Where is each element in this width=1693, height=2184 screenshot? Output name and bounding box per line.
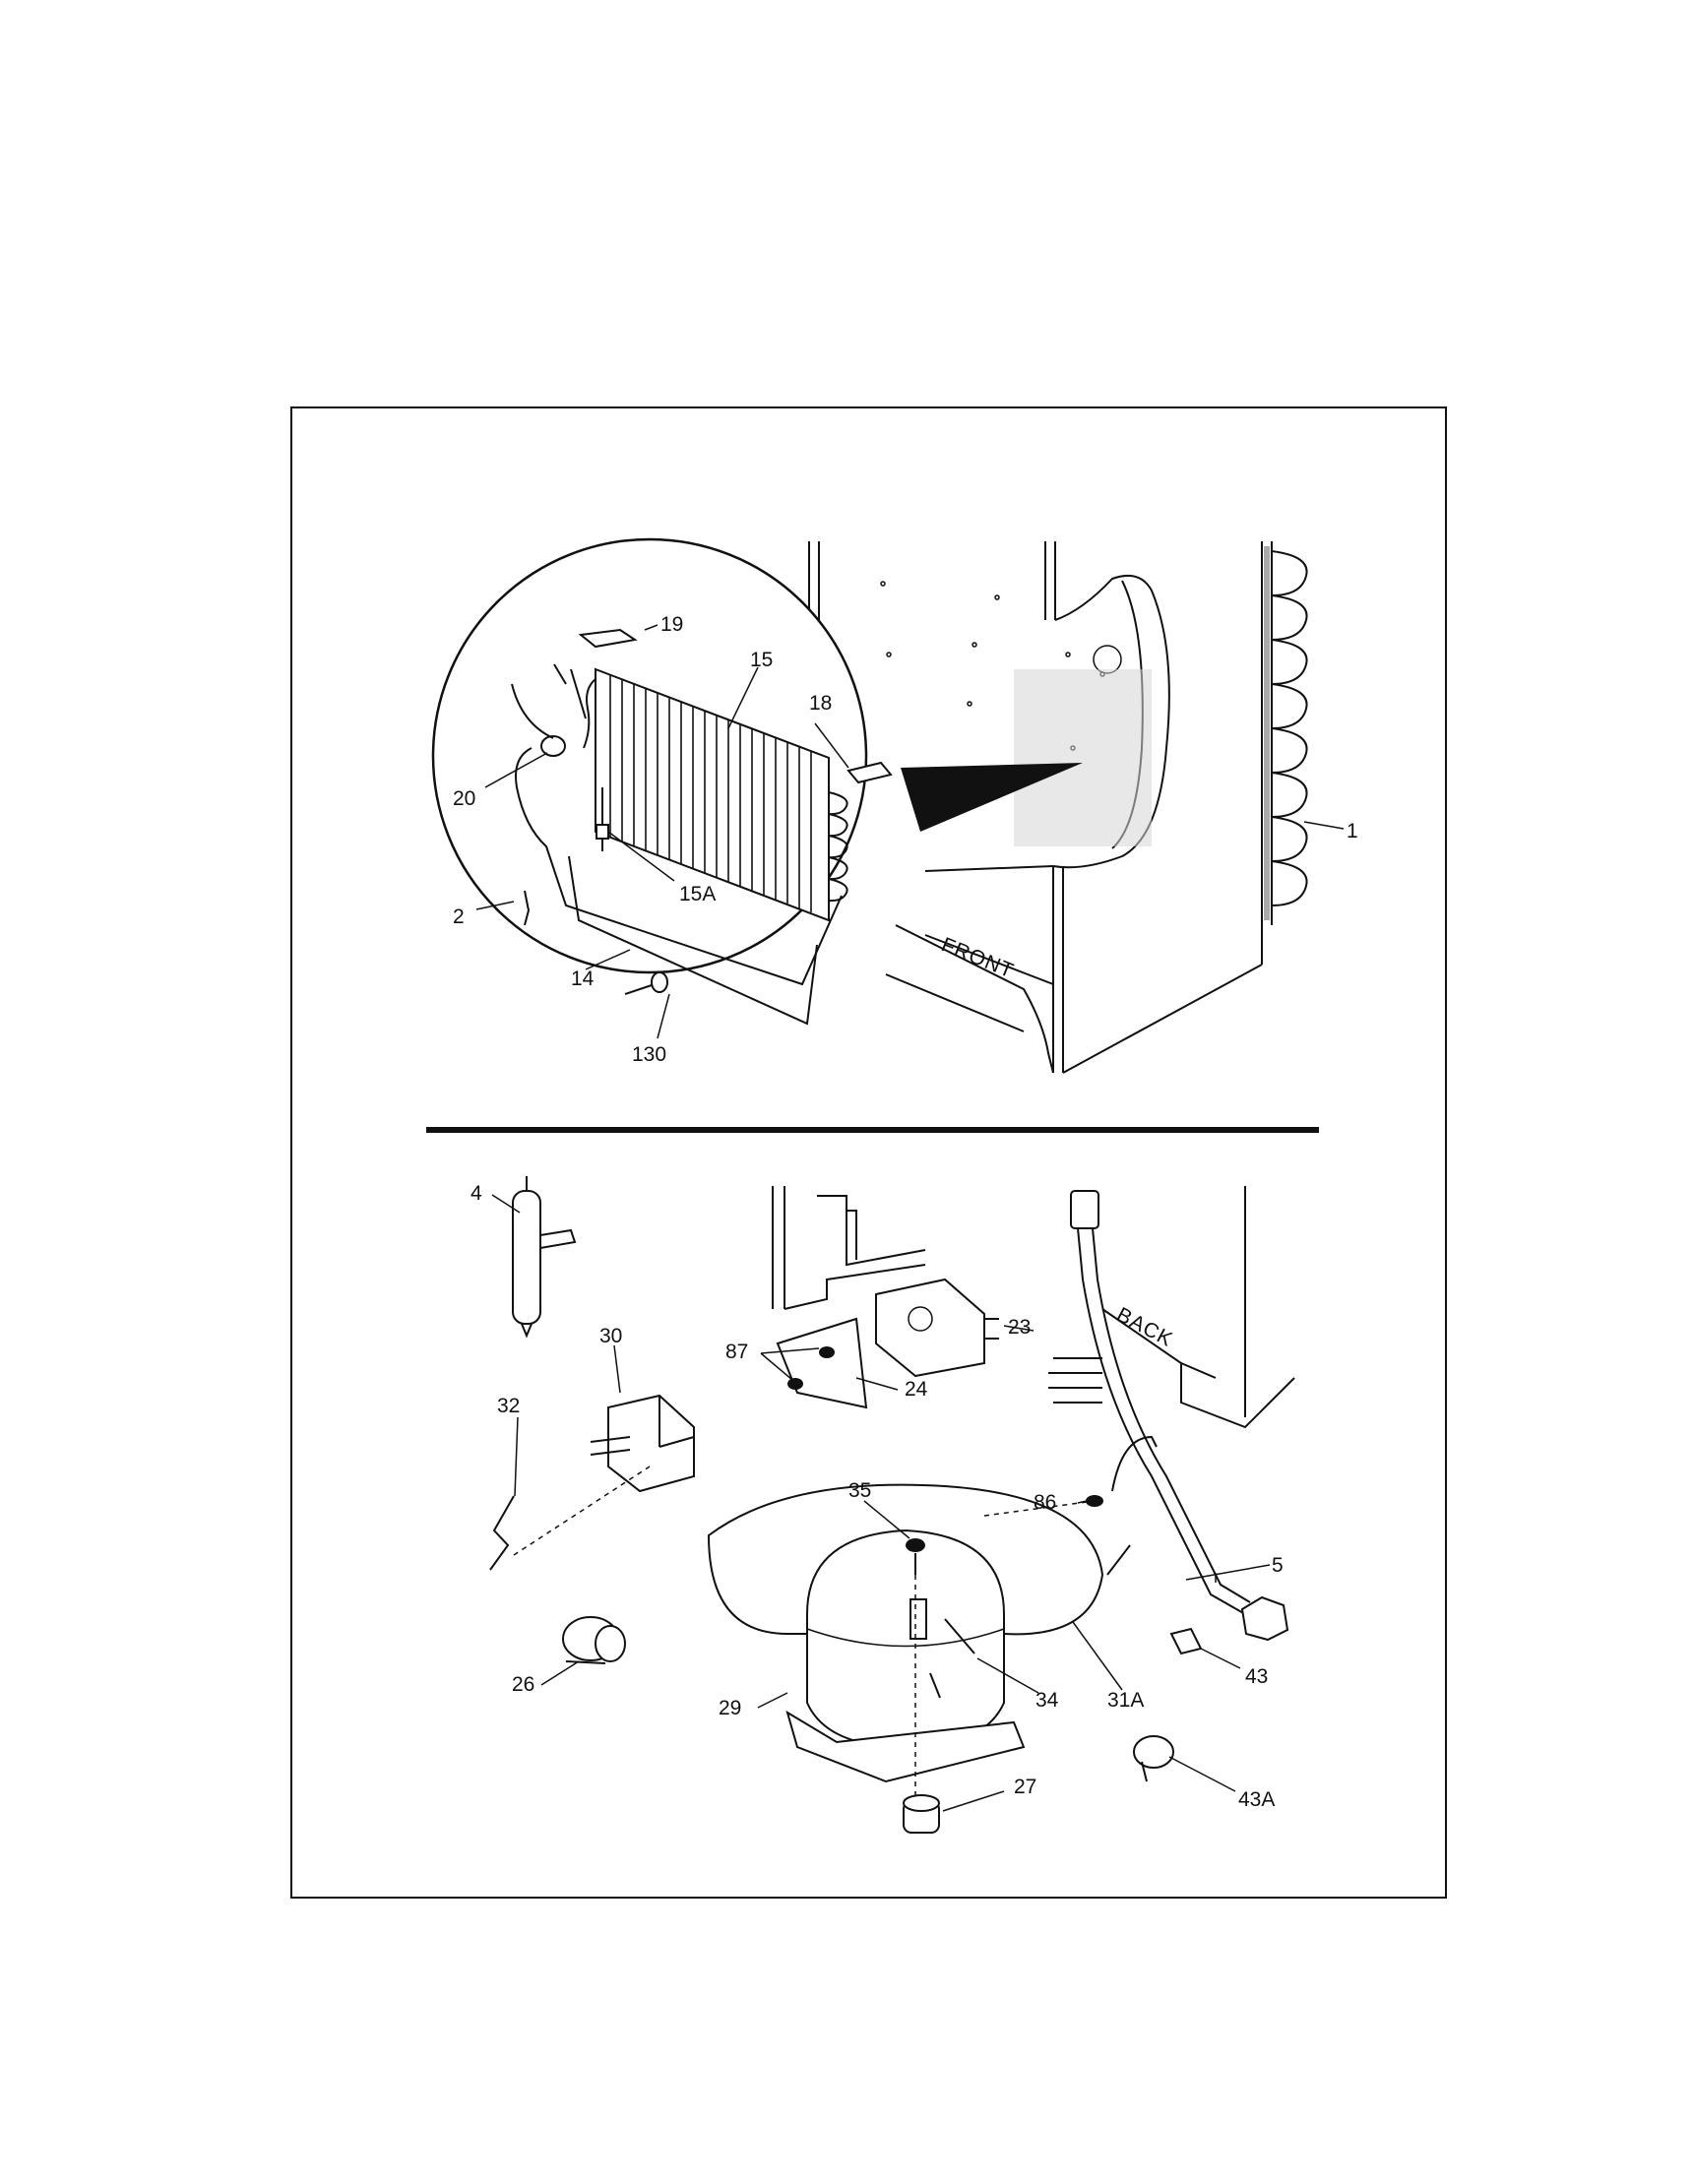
- callout-2: 2: [453, 905, 465, 928]
- screw-35: [906, 1538, 925, 1575]
- harness-clip: [524, 890, 531, 926]
- callout-31A: 31A: [1107, 1689, 1144, 1712]
- callout-20: 20: [453, 787, 475, 810]
- lower-view: BACK: [470, 1176, 1295, 1834]
- wire-harness: [1048, 1190, 1289, 1642]
- compressor: [785, 1529, 1026, 1783]
- callout-18: 18: [809, 692, 832, 715]
- callout-27: 27: [1014, 1776, 1036, 1798]
- timer-bracket: [776, 1317, 868, 1409]
- front-label: FRONT: [938, 933, 1017, 982]
- capacitor: [562, 1616, 626, 1664]
- callout-4: 4: [470, 1182, 482, 1205]
- upper-view: FRONT: [431, 537, 1358, 1074]
- relay: [590, 1394, 695, 1493]
- callout-1: 1: [1347, 820, 1358, 842]
- upper-leader-lines: [475, 624, 1345, 1039]
- lower-leader-lines: [491, 1194, 1271, 1812]
- drain-tube: [568, 855, 818, 1026]
- callout-15: 15: [750, 649, 773, 671]
- callout-5: 5: [1272, 1554, 1284, 1577]
- callout-34: 34: [1035, 1689, 1059, 1712]
- filter-drier: [512, 1176, 577, 1339]
- callout-130: 130: [632, 1043, 666, 1066]
- clip-43: [1169, 1627, 1203, 1655]
- callout-26: 26: [512, 1673, 534, 1696]
- back-label: BACK: [1113, 1303, 1177, 1351]
- callout-86: 86: [1034, 1491, 1056, 1514]
- grommet: [903, 1794, 940, 1834]
- defrost-terminator: [595, 709, 609, 851]
- heater-wiring: [511, 663, 843, 986]
- screw-130: [624, 971, 668, 995]
- zoom-pointer: [901, 763, 1083, 832]
- screws-87: [787, 1346, 835, 1390]
- callout-14: 14: [571, 967, 595, 990]
- callout-43: 43: [1245, 1665, 1268, 1688]
- assembly-lines: [513, 1466, 1096, 1801]
- callout-30: 30: [599, 1325, 622, 1347]
- clamp-43A: [1133, 1735, 1174, 1782]
- callout-15A: 15A: [679, 883, 716, 905]
- callout-23: 23: [1008, 1316, 1031, 1339]
- callout-32: 32: [497, 1395, 520, 1417]
- pad-18: [846, 761, 893, 784]
- callout-43A: 43A: [1238, 1788, 1275, 1811]
- callout-24: 24: [905, 1378, 928, 1401]
- cabinet-rear-section: FRONT: [808, 541, 1263, 1074]
- diagram-frame: [290, 406, 1447, 1899]
- pad-19: [578, 628, 638, 649]
- callout-35: 35: [848, 1479, 871, 1502]
- defrost-timer: [875, 1278, 999, 1378]
- overload-wire: [489, 1495, 515, 1571]
- condenser-coil: [1261, 541, 1308, 925]
- callout-87: 87: [725, 1341, 748, 1363]
- callout-29: 29: [719, 1697, 741, 1719]
- callout-19: 19: [660, 613, 683, 636]
